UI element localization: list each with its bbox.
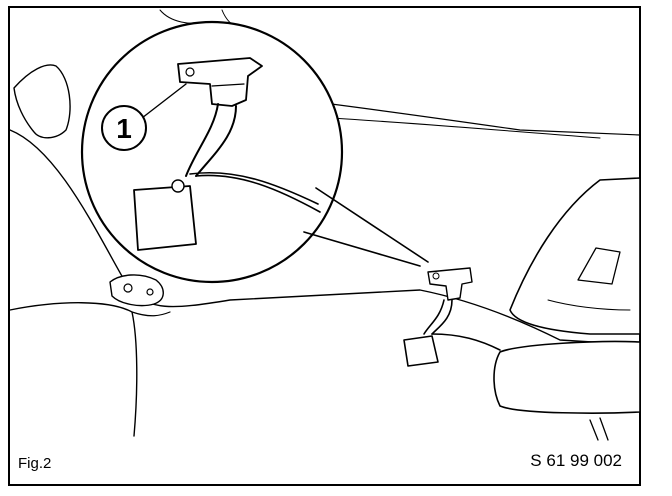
callout-leader — [141, 83, 187, 119]
installed-connector — [403, 335, 439, 367]
callout-circle — [101, 105, 147, 151]
enlarged-connector — [133, 179, 197, 251]
detail-leader-lower — [303, 231, 421, 267]
pillar-bracket — [109, 274, 164, 307]
callout-number: 1 — [116, 113, 132, 144]
figure-label: Fig.2 — [18, 455, 51, 472]
installed-clip — [423, 267, 501, 351]
enlarged-clip — [177, 57, 321, 213]
a-pillar — [9, 302, 171, 437]
reference-code: S 61 99 002 — [530, 451, 622, 470]
detail-leader-upper — [315, 187, 429, 263]
side-window — [13, 64, 71, 139]
rear-view-mirror — [493, 340, 641, 441]
overhead-console — [509, 177, 641, 335]
